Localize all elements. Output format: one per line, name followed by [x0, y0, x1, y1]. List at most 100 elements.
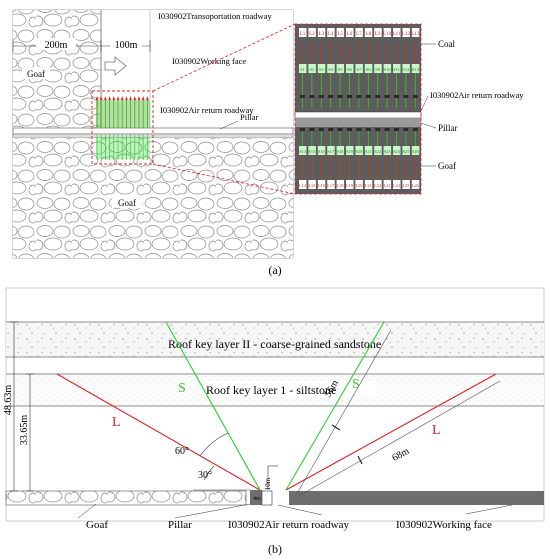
- inset-marker: [375, 128, 381, 131]
- coal-area: [101, 10, 293, 128]
- inset-bottom-label-box: [364, 180, 373, 189]
- air-return-roadway-label: I030902Air return roadway: [160, 105, 254, 115]
- inset-marker: [384, 128, 390, 131]
- dim-68m-line: [296, 380, 501, 498]
- inset-marker: [337, 128, 343, 131]
- inset-bottom-label-box: [402, 180, 410, 189]
- inset-s-lower-box: [317, 146, 326, 155]
- inset-top-label-box: [327, 28, 335, 37]
- dim-100m: 100m: [115, 40, 138, 51]
- roof-key-layer-2-label: Roof key layer II - coarse-grained sands…: [168, 337, 381, 351]
- inset-marker: [347, 95, 352, 98]
- inset-s-upper-label: S11: [393, 67, 401, 72]
- inset-s-lower-box: [411, 146, 420, 155]
- inset-s-upper-box: [308, 64, 316, 73]
- label-s-left: S: [178, 381, 186, 396]
- panel-a: 200m 100m Goaf Goaf I030902Transoportati…: [12, 9, 294, 259]
- goaf-label-b: Goaf: [86, 519, 108, 531]
- label-l-right: L: [432, 423, 441, 438]
- inset-top-label-box: [383, 28, 392, 37]
- inset-marker: [365, 95, 371, 98]
- inset-marker: [394, 128, 399, 131]
- inset-frame: [294, 23, 422, 195]
- inset-bottom-label: L15: [308, 183, 315, 188]
- inset-s-upper-box: [336, 64, 345, 73]
- label-l-left: L: [112, 415, 121, 430]
- inset-s-upper-box: [299, 64, 307, 73]
- inset-s-lower-box: [308, 146, 316, 155]
- inset-s-lower-box: [374, 146, 382, 155]
- inset-top-label: L3: [319, 32, 325, 37]
- inset-roadway: [294, 111, 422, 119]
- inset-s-upper-label: S8: [366, 67, 372, 72]
- inset-bottom-label: L26: [412, 183, 420, 188]
- inset-marker: [375, 95, 381, 98]
- inset-top-label: L4: [328, 32, 334, 37]
- inset-bottom-label-box: [336, 180, 345, 189]
- inset-bottom-label-box: [327, 180, 335, 189]
- pillar-label-b: Pillar: [168, 519, 192, 531]
- caption-b: (b): [268, 542, 282, 556]
- arrow-head-icon: [104, 96, 107, 100]
- inset-bottom-label-box: [308, 180, 316, 189]
- borehole-s-right: [285, 321, 385, 491]
- inset-bottom-label-box: [317, 180, 326, 189]
- inset-top-label-box: [317, 28, 326, 37]
- inset-s-lower-box: [346, 146, 354, 155]
- inset-marker: [300, 95, 305, 98]
- inset-s-upper-box: [383, 64, 392, 73]
- inset-s-upper-label: S1: [300, 67, 306, 72]
- inset-s-lower-box: [383, 146, 392, 155]
- inset-bottom-label-box: [346, 180, 354, 189]
- inset-top-label: L13: [411, 32, 420, 37]
- panel-b: 48.63m 33.65m Roof key layer II - coarse…: [3, 287, 545, 531]
- arrow-head-icon: [141, 96, 145, 100]
- roof-key-layer-1-label: Roof key layer 1 - siltstone: [206, 383, 336, 397]
- advance-arrow-icon: [104, 56, 127, 76]
- inset-s-lower-box: [364, 146, 373, 155]
- arrow-head-icon: [112, 96, 116, 100]
- angle-30: 30°: [198, 470, 212, 481]
- inset-s-upper-label: S5: [338, 67, 344, 72]
- inset-top-label-box: [393, 28, 401, 37]
- inset-top-label: L1: [300, 32, 306, 37]
- arrow-head-icon: [137, 96, 141, 100]
- inset-s-upper-label: S9: [375, 67, 381, 72]
- inset-bottom-label: L21: [365, 183, 372, 188]
- goaf-label-lower: Goaf: [118, 198, 136, 208]
- caption-a: (a): [268, 263, 281, 277]
- working-face-coal: [289, 491, 544, 505]
- inset-top-label-box: [374, 28, 382, 37]
- inset-bottom-label: L19: [346, 183, 353, 188]
- working-face-label-b: I030902Working face: [396, 519, 492, 531]
- inset-bottom-label: L25: [402, 183, 409, 188]
- inset-s-upper-label: S7: [356, 67, 362, 72]
- inset-s-lower-label: S21: [365, 149, 372, 154]
- zoom-line-bottom: [152, 163, 296, 195]
- inset-s-upper-box: [374, 64, 382, 73]
- inset-s-lower-box: [355, 146, 363, 155]
- inset-top-label: L7: [356, 32, 362, 37]
- inset-s-upper-box: [393, 64, 401, 73]
- inset-top-label: L2: [309, 32, 315, 37]
- pillar-label: Pillar: [240, 112, 259, 122]
- inset-s-lower-box: [402, 146, 410, 155]
- inset-s-upper-box: [317, 64, 326, 73]
- inset-s-lower-box: [336, 146, 345, 155]
- inset-top-label: L8: [366, 32, 372, 37]
- inset-top-label: L6: [347, 32, 353, 37]
- inset-marker: [328, 128, 334, 131]
- height-dimensions: [10, 321, 34, 492]
- inset-s-lower-label: S25: [403, 149, 410, 154]
- inset-pillar-label: Pillar: [438, 123, 458, 133]
- air-return-roadway-label-b: I030902Air return roadway: [228, 519, 349, 531]
- pillar-block: [250, 490, 262, 505]
- working-face-label: I030902Working face: [172, 56, 246, 66]
- roadway-opening: [261, 490, 273, 506]
- arrow-head-icon: [95, 96, 99, 100]
- inset-s-upper-label: S3: [319, 67, 325, 72]
- inset-s-lower-label: S19: [346, 149, 353, 154]
- inset-bottom-label: L16: [318, 183, 326, 188]
- inset-s-lower-box: [299, 146, 307, 155]
- borehole-s-left: [165, 321, 261, 491]
